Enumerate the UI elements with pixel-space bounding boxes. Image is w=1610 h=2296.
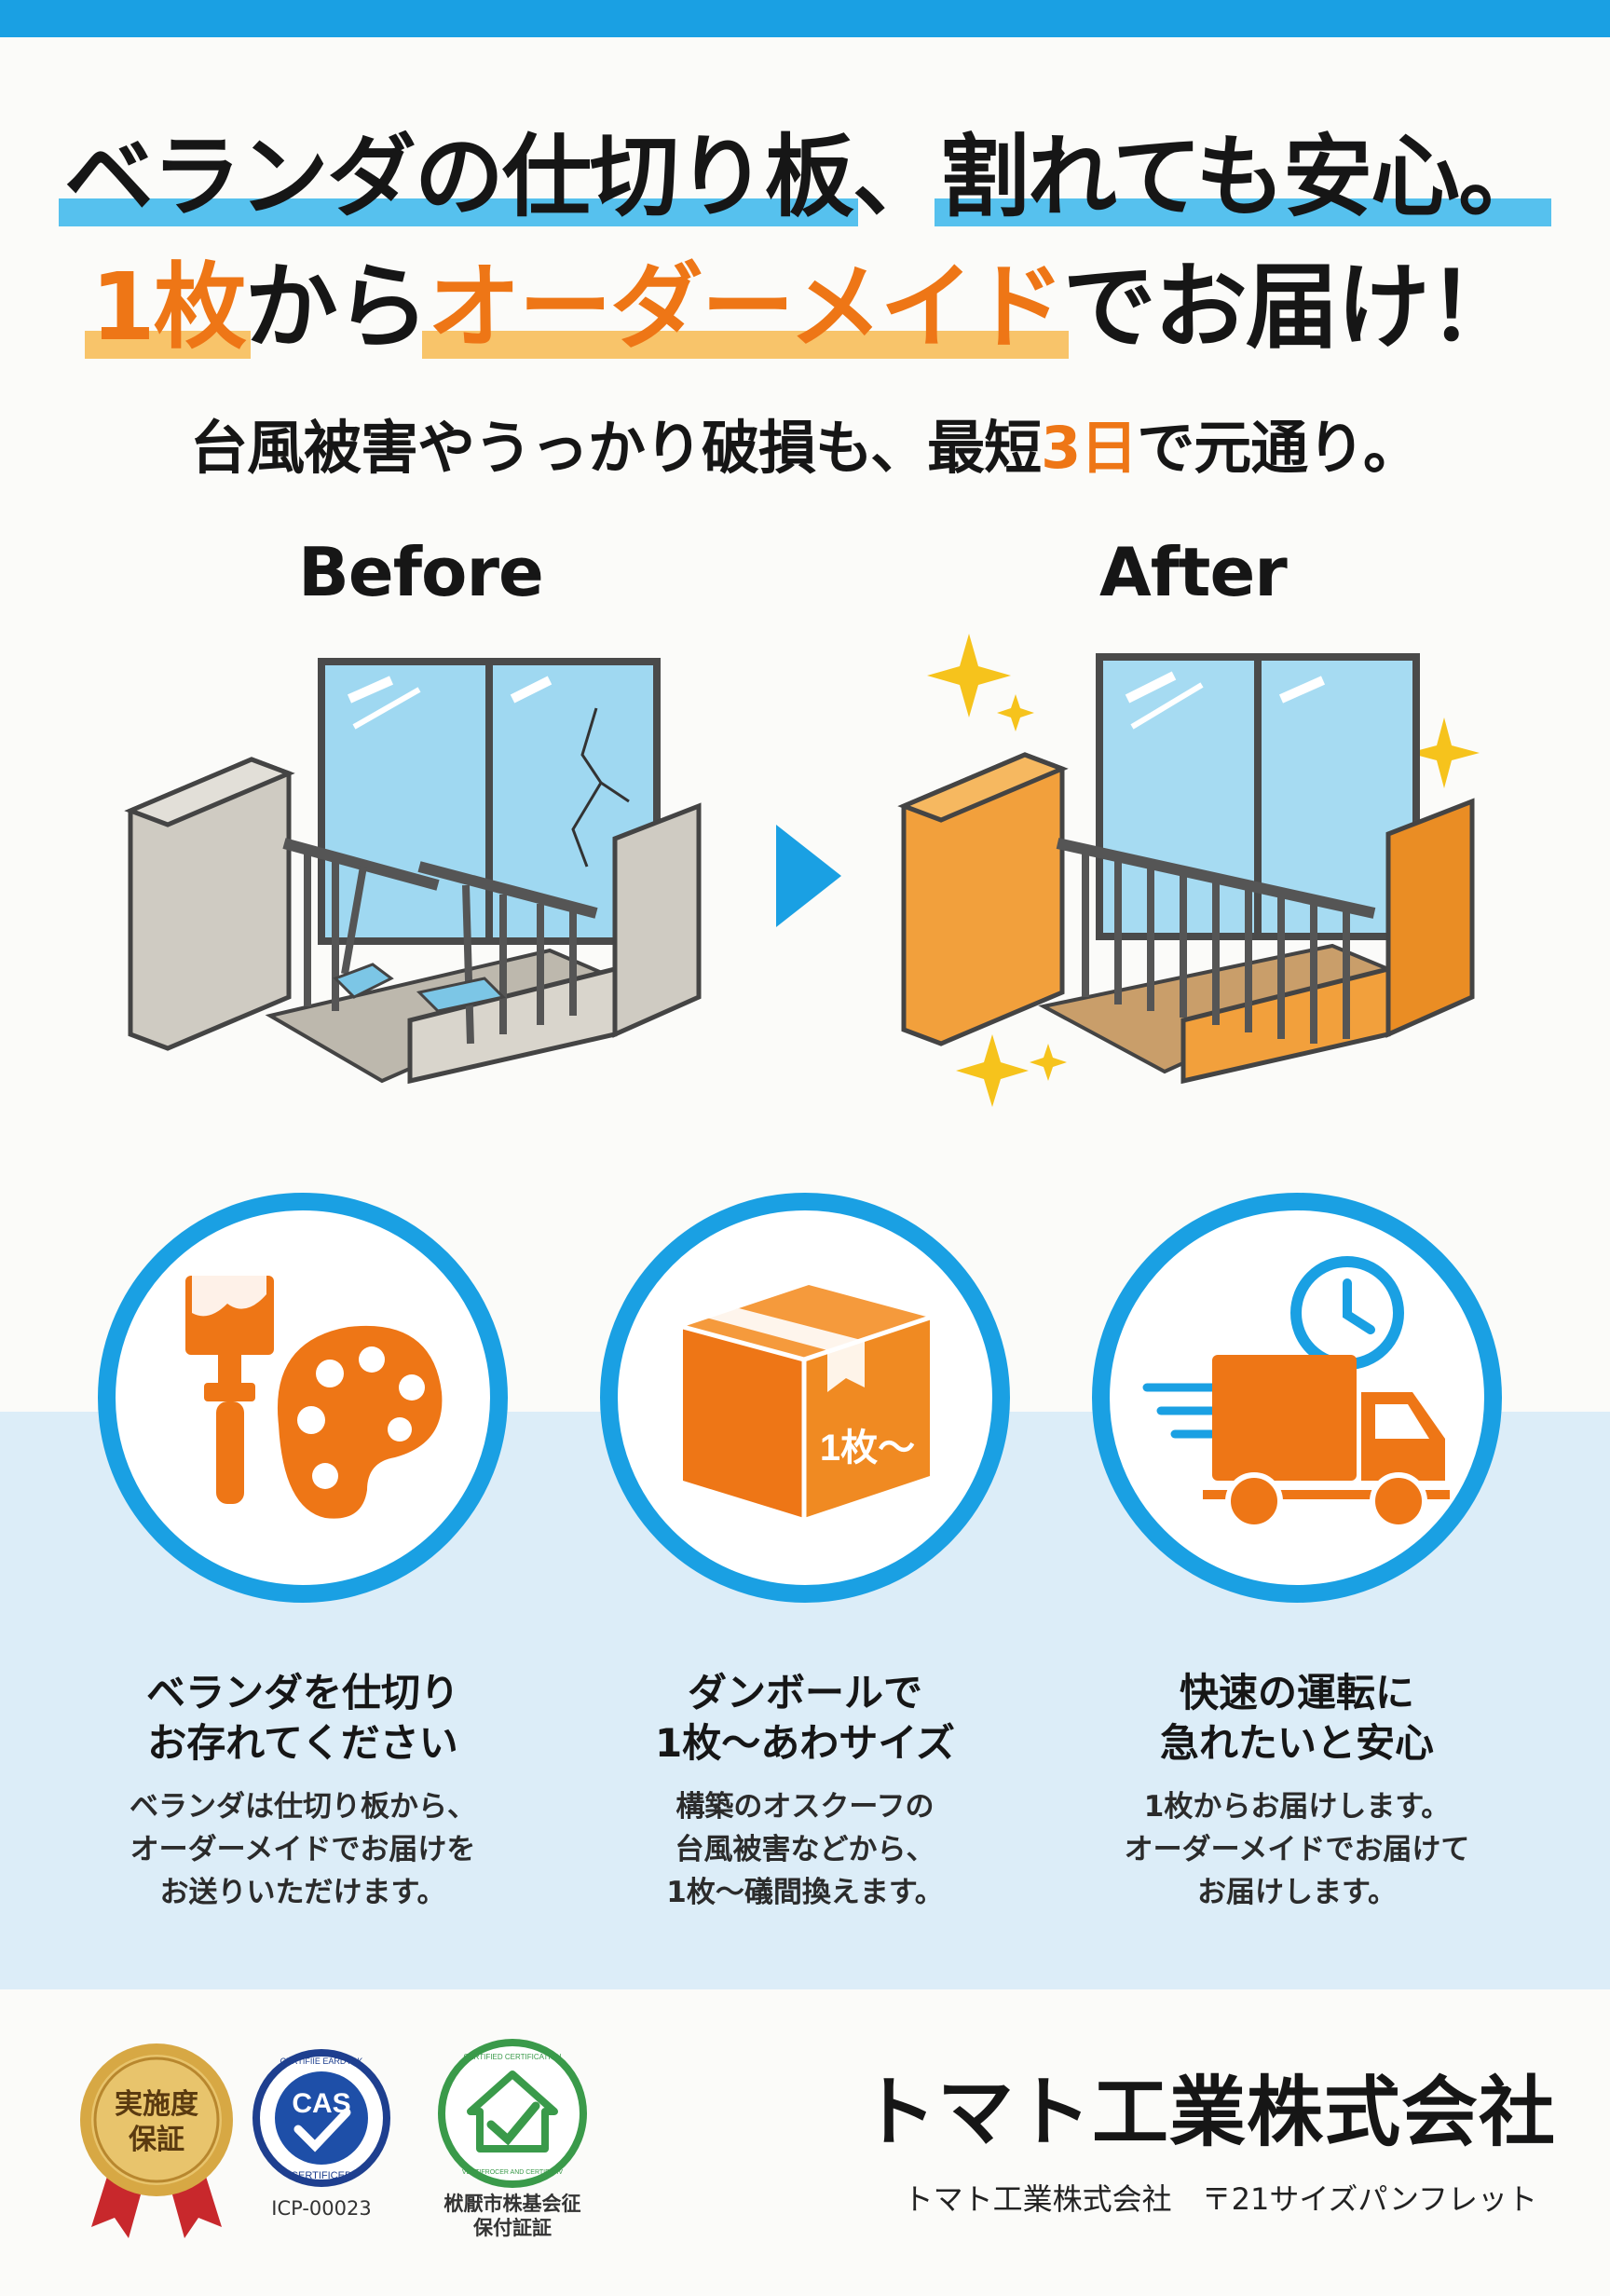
headline-comma: 、 [852, 125, 942, 229]
feature-paint: ベランダを仕切り お存れてください ベランダは仕切り板から、 オーダーメイドでお… [61, 1668, 545, 1914]
headline-order-made: オーダーメイド [421, 231, 1069, 366]
feature-title-paint: ベランダを仕切り お存れてください [145, 1670, 459, 1766]
feature-title-delivery: 快速の運転に 急れたいと安心 [1159, 1670, 1434, 1766]
cas-ring-top: CERTIFIIE EARDYSK [280, 2057, 363, 2066]
headline-one-sheet: 1枚 [85, 231, 251, 366]
headline-highlight-1a: ベランダの仕切り板 [58, 104, 858, 234]
house-seal-caption: 栿厭市株基会征 保付証証 [443, 2193, 581, 2239]
feature-body-delivery: 1枚からお届けします。 オーダーメイドでお届けて お届けします。 [1124, 1790, 1470, 1909]
cas-certified-seal-icon: CAS CERTIFIIE EARDYSK CERTIFICED [252, 2049, 390, 2187]
feature-circle-delivery [1092, 1193, 1502, 1603]
house-ring-top: CERTIFIED CERTIFICATION [464, 2053, 562, 2061]
company-subline: トマト工業株式会社 〒21サイズパンフレット [903, 2181, 1537, 2217]
headline-line-2: 1枚 から オーダーメイド でお届け！ [65, 231, 1545, 366]
feature-circle-box: 1枚〜 [600, 1193, 1010, 1603]
paint-palette-icon [185, 1276, 443, 1519]
feature-delivery: 快速の運転に 急れたいと安心 1枚からお届けします。 オーダーメイドでお届けて … [1055, 1668, 1539, 1914]
gold-guarantee-seal-icon: 実施度 保証 [80, 2043, 233, 2238]
house-certification-seal-icon: CERTIFIED CERTIFICATION VERTIFROCER AND … [438, 2039, 587, 2188]
subheadline-three-days: 3日 [1041, 414, 1138, 482]
after-label: After [1099, 533, 1288, 611]
headline-highlight-1b: 割れても安心。 [934, 104, 1552, 234]
feature-circle-paint [98, 1193, 508, 1603]
cardboard-box-icon: 1枚〜 [682, 1285, 931, 1518]
feature-box: ダンボールで 1枚〜あわサイズ 構築のオスクーフの 台風被害などから、 1枚〜礒… [563, 1668, 1047, 1914]
subheadline-pre: 台風被害やうっかり破損も、最短 [189, 414, 1042, 482]
repaired-balcony-illustration [897, 634, 1480, 1107]
broken-balcony-illustration [124, 658, 702, 1085]
headline-line-1: ベランダの仕切り板 、 割れても安心。 [58, 104, 1552, 234]
gold-seal-line-2: 保証 [129, 2124, 184, 2156]
cas-code: ICP-00023 [271, 2197, 372, 2220]
feature-body-paint: ベランダは仕切り板から、 オーダーメイドでお届けを お送りいただけます。 [130, 1790, 476, 1909]
delivery-truck-clock-icon [1142, 1256, 1450, 1530]
gold-seal-line-1: 実施度 [115, 2088, 198, 2121]
feature-title-box: ダンボールで 1枚〜あわサイズ [655, 1670, 955, 1766]
before-to-after-arrow-icon [776, 825, 841, 927]
headline-kara: から [244, 253, 430, 362]
box-badge-text: 1枚〜 [820, 1428, 915, 1469]
cas-ring-bottom: CERTIFICED [291, 2170, 352, 2181]
top-accent-bar [0, 0, 1610, 37]
before-label: Before [298, 533, 544, 611]
company-name: トマト工業株式会社 [859, 2069, 1556, 2157]
subheadline: 台風被害やうっかり破損も、最短3日で元通り。 [56, 401, 1554, 485]
house-ring-bottom: VERTIFROCER AND CERTIFATIV [462, 2169, 563, 2176]
subheadline-post: で元通り。 [1137, 414, 1421, 482]
headline-delivery: でお届け！ [1062, 253, 1521, 362]
feature-body-box: 構築のオスクーフの 台風被害などから、 1枚〜礒間換えます。 [666, 1790, 944, 1909]
